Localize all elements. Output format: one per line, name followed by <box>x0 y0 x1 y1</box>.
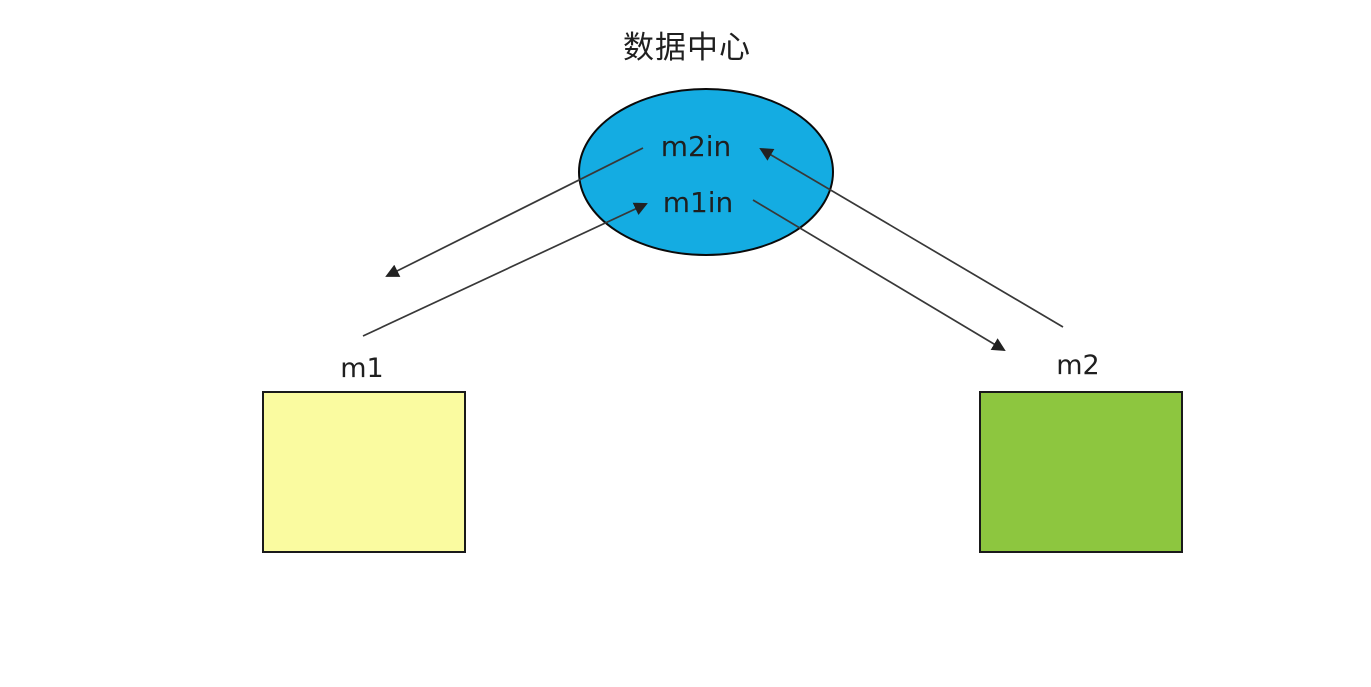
node-m2-label: m2 <box>1056 350 1099 381</box>
edge-hub-to-m2 <box>752 199 1006 352</box>
hub-port-m1in-label: m1in <box>663 186 734 219</box>
edge-m1-to-hub-m1in <box>362 202 648 337</box>
edge-m2-to-hub-m2in <box>759 147 1064 328</box>
diagram-title: 数据中心 <box>623 30 751 66</box>
edge-hub-to-m1 <box>385 147 644 277</box>
node-m1-box <box>262 391 466 553</box>
node-m1-label: m1 <box>340 353 383 384</box>
data-center-ellipse <box>578 88 834 256</box>
hub-port-m2in-label: m2in <box>661 130 732 163</box>
node-m2-box <box>979 391 1183 553</box>
